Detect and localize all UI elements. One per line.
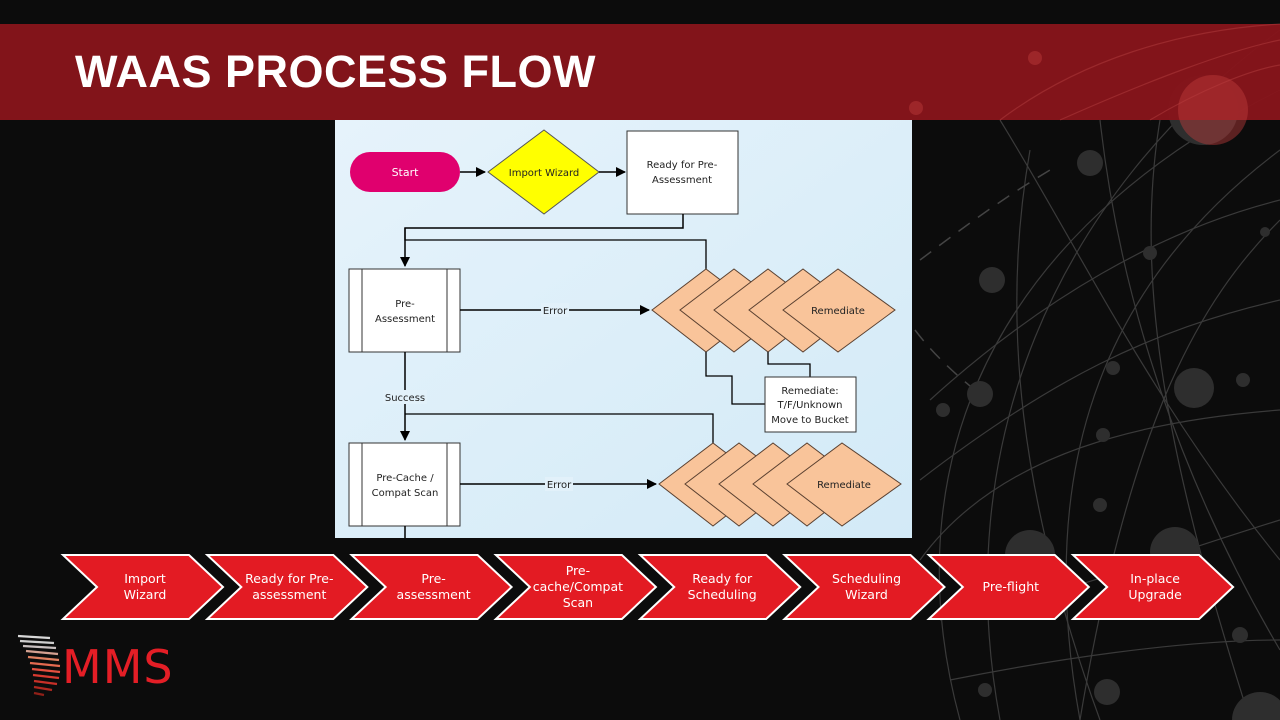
chevron-step-label: Scan	[563, 595, 593, 610]
start-terminator: Start	[350, 152, 460, 192]
chevron-step-label: Scheduling	[832, 571, 901, 586]
precache-line2: Compat Scan	[372, 488, 439, 499]
connector-remediate-box-a	[705, 352, 765, 405]
chevron-shape	[349, 554, 514, 620]
chevron-step-label: Scheduling	[688, 587, 757, 602]
chevron-step-label: Pre-flight	[983, 579, 1040, 594]
process-step-chevron: Ready for Pre-assessment	[204, 554, 369, 620]
pre-assessment-line1: Pre-	[395, 299, 415, 310]
remediate-box-line2: T/F/Unknown	[776, 400, 842, 411]
slide-title: WAAS PROCESS FLOW	[75, 46, 597, 97]
mms-logo-text: MMS	[62, 640, 174, 694]
precache-line1: Pre-Cache /	[376, 473, 434, 484]
error-label-bg-2	[545, 477, 573, 491]
process-step-chevron: Pre-assessment	[349, 554, 514, 620]
chevron-shape	[1070, 554, 1235, 620]
pre-assessment-line2: Assessment	[375, 314, 435, 325]
success-label-bg	[383, 390, 427, 404]
chevron-step-label: Wizard	[845, 587, 888, 602]
chevron-step-label: Pre-	[421, 571, 445, 586]
mms-logo-mark	[17, 634, 61, 697]
chevron-step-label: In-place	[1130, 571, 1180, 586]
remediate-bucket-box: Remediate: T/F/Unknown Move to Bucket	[764, 376, 857, 433]
connector-remediate-loop-1	[404, 228, 707, 270]
process-step-chevron: Pre-flight	[926, 554, 1091, 620]
remediate-decision-stack-1	[651, 268, 896, 353]
remediate-box-line3: Move to Bucket	[771, 415, 848, 426]
chevron-shape	[204, 554, 369, 620]
pre-cache-compat-scan-process: Pre-Cache / Compat Scan	[348, 442, 461, 527]
chevron-shape	[781, 554, 946, 620]
chevron-shape	[60, 554, 225, 620]
ready-label-line2: Assessment	[652, 175, 712, 186]
success-label: Success	[385, 393, 425, 404]
chevron-step-label: assessment	[397, 587, 471, 602]
remediate-label-1: Remediate	[811, 306, 865, 317]
ready-label-line1: Ready for Pre-	[647, 160, 718, 171]
connector-ready-preassessment	[400, 214, 684, 267]
error-label-2: Error	[547, 480, 572, 491]
chevron-step-label: assessment	[252, 587, 326, 602]
error-label-1: Error	[543, 306, 568, 317]
chevron-step-label: Wizard	[124, 587, 167, 602]
chevron-step-label: cache/Compat	[533, 579, 623, 594]
connector-remediate-box-b	[767, 352, 811, 377]
chevron-shape	[637, 554, 802, 620]
error-label-bg-1	[541, 303, 569, 317]
chevron-step-label: Pre-	[566, 563, 590, 578]
chevron-step-label: Ready for	[692, 571, 753, 586]
chevron-shape	[493, 554, 658, 620]
remediate-label-2: Remediate	[817, 480, 871, 491]
remediate-box-line1: Remediate:	[781, 386, 838, 397]
connector-remediate-loop-2	[405, 413, 714, 443]
import-wizard-label: Import Wizard	[509, 168, 579, 179]
chevron-step-label: Upgrade	[1128, 587, 1182, 602]
process-flowchart: Start Import Wizard Ready for Pre- Asses…	[335, 120, 912, 538]
start-label: Start	[392, 166, 420, 179]
chevron-step-label: Import	[124, 571, 166, 586]
title-band	[0, 24, 1280, 120]
pre-assessment-process: Pre- Assessment	[348, 268, 461, 353]
remediate-decision-stack-2	[658, 442, 902, 527]
chevron-step-label: Ready for Pre-	[245, 571, 333, 586]
ready-for-pre-assessment-box: Ready for Pre- Assessment	[626, 130, 739, 215]
chevron-shape	[926, 554, 1091, 620]
